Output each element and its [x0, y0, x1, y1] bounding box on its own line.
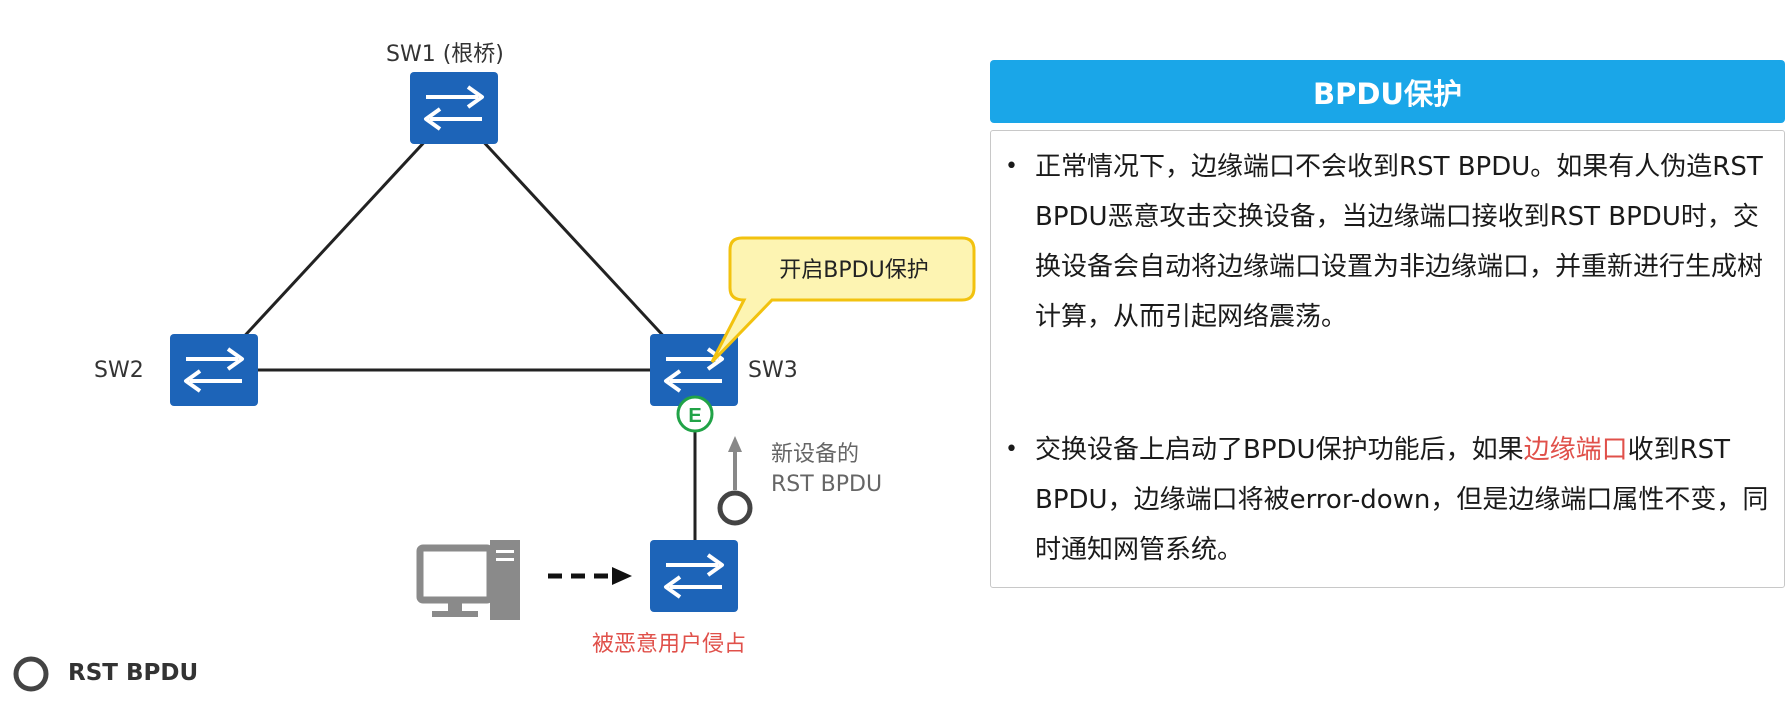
attacked-switch-label: 被恶意用户侵占 — [592, 632, 747, 657]
bpdu-protection-callout — [710, 236, 976, 364]
bullet-dot: • — [1005, 154, 1018, 179]
link-sw1-sw2 — [211, 108, 456, 372]
rst-bpdu-icon — [717, 490, 753, 526]
bullet-dot: • — [1005, 437, 1018, 462]
new-device-label-line2: RST BPDU — [771, 472, 883, 497]
bullet-1: • 正常情况下，边缘端口不会收到RST BPDU。如果有人伪造RST BPDU恶… — [1005, 142, 1775, 342]
bullet-2-part1: 交换设备上启动了BPDU保护功能后，如果 — [1035, 435, 1524, 465]
bullet-2-text: 交换设备上启动了BPDU保护功能后，如果边缘端口收到RST BPDU，边缘端口将… — [1035, 425, 1775, 575]
bullet-1-text: 正常情况下，边缘端口不会收到RST BPDU。如果有人伪造RST BPDU恶意攻… — [1035, 152, 1764, 332]
switch-sw2-icon[interactable] — [170, 334, 258, 406]
callout-text: 开启BPDU保护 — [779, 258, 929, 283]
switch-attacked-icon[interactable] — [650, 540, 738, 612]
legend-rst-bpdu-icon — [13, 656, 49, 692]
bullet-2-highlight: 边缘端口 — [1523, 435, 1628, 465]
bullet-2: • 交换设备上启动了BPDU保护功能后，如果边缘端口收到RST BPDU，边缘端… — [1005, 425, 1775, 575]
switch-sw1-icon[interactable] — [410, 72, 498, 144]
bpdu-up-arrow-head — [728, 436, 742, 452]
link-sw1-sw3 — [452, 108, 697, 372]
legend-label: RST BPDU — [68, 660, 199, 686]
sw3-label: SW3 — [748, 358, 798, 383]
attack-arrow-head — [612, 567, 632, 585]
edge-port-badge — [676, 395, 714, 433]
sw2-label: SW2 — [94, 358, 144, 383]
description-panel — [990, 130, 1785, 588]
malicious-pc-icon — [416, 540, 520, 620]
edge-port-badge-letter: E — [688, 405, 701, 427]
panel-title: BPDU保护 — [990, 60, 1785, 123]
bullet-2-part2: 收到RST BPDU，边缘端口将被error-down，但是边缘端口属性不变，同… — [1035, 435, 1769, 565]
new-device-label-line1: 新设备的 — [771, 442, 860, 467]
sw1-label: SW1 (根桥) — [386, 42, 504, 67]
